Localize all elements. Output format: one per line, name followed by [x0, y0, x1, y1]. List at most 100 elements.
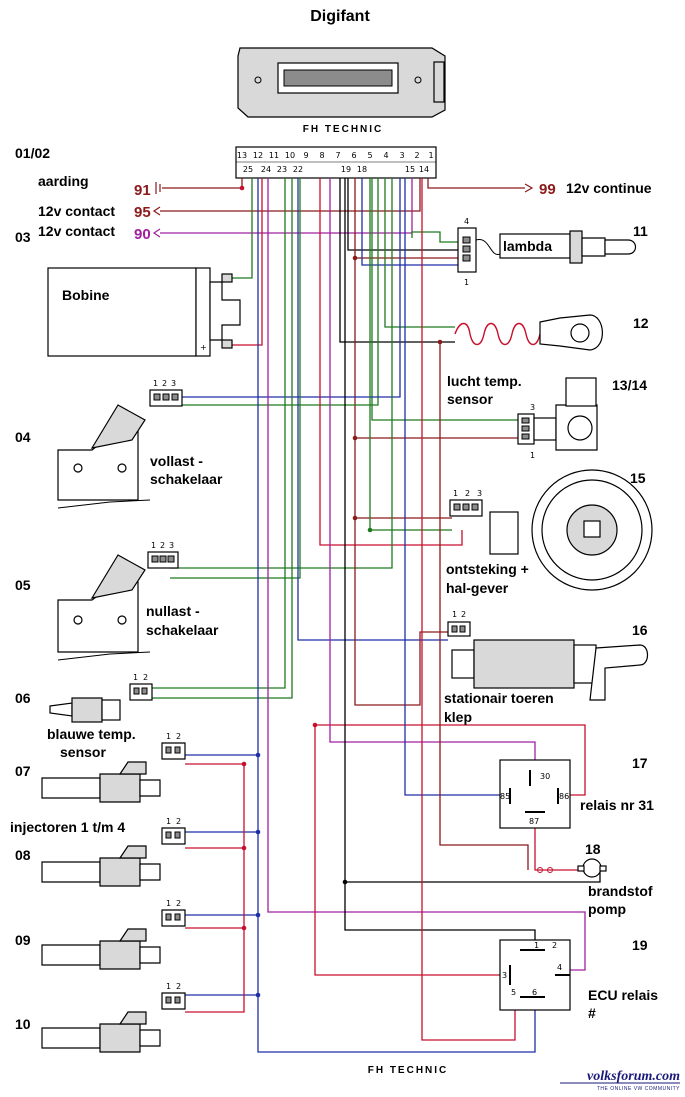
- label-0102: 01/02: [15, 145, 50, 161]
- lambda-sensor: [457, 227, 637, 273]
- nullast-connector: [147, 551, 179, 569]
- label-vollast-2: schakelaar: [150, 471, 223, 487]
- label-07: 07: [15, 763, 31, 779]
- vollast-pin-1: 1: [153, 379, 158, 388]
- ecu-pin-23: 23: [277, 165, 287, 174]
- terminal-91: 91: [134, 182, 151, 199]
- label-1314: 13/14: [612, 377, 647, 393]
- label-stationair-2: klep: [444, 709, 472, 725]
- coolant-pin-1: 1: [133, 673, 138, 682]
- injector-1-pin-1: 1: [166, 732, 171, 741]
- label-bobine: Bobine: [62, 287, 110, 303]
- label-12v-continue: 12v continue: [566, 180, 652, 196]
- lambda-pin-4: 4: [464, 217, 469, 226]
- terminal-95: 95: [134, 204, 151, 221]
- label-03: 03: [15, 229, 31, 245]
- ecu-unit: [237, 47, 446, 118]
- ecu-pin-22: 22: [293, 165, 303, 174]
- relay31-pin-86: 86: [559, 792, 569, 801]
- label-lambda: lambda: [503, 238, 552, 254]
- svg-text:+: +: [200, 343, 207, 352]
- label-vollast-1: vollast -: [150, 453, 203, 469]
- watermark-sub: THE ONLINE VW COMMUNITY: [597, 1086, 680, 1092]
- label-05: 05: [15, 577, 31, 593]
- ecu-pin-4: 4: [383, 151, 388, 160]
- coolant-temp-sensor: [49, 697, 121, 723]
- injector-4-pin-1: 1: [166, 982, 171, 991]
- lambda-pin-1: 1: [464, 278, 469, 287]
- ecu-pin-2: 2: [414, 151, 419, 160]
- ecu-pin-10: 10: [285, 151, 295, 160]
- label-12: 12: [633, 315, 649, 331]
- air-temp-sensor: [517, 377, 598, 451]
- vollast-connector: [149, 389, 183, 407]
- relay31-pin-87: 87: [529, 817, 539, 826]
- label-stationair-1: stationair toeren: [444, 690, 554, 706]
- ecu-pin-14: 14: [419, 165, 429, 174]
- label-ecu-relais-1: ECU relais: [588, 987, 658, 1003]
- idle-valve-connector: [447, 621, 471, 637]
- ecu-pin-11: 11: [269, 151, 279, 160]
- label-nullast-2: schakelaar: [146, 622, 219, 638]
- coolant-pin-2: 2: [143, 673, 148, 682]
- ecu-relay-pin-5: 5: [511, 988, 516, 997]
- label-relais31: relais nr 31: [580, 797, 654, 813]
- relay31-pin-85: 85: [500, 792, 510, 801]
- ecu-relay-pin-4: 4: [557, 963, 562, 972]
- wire-harness: [152, 178, 601, 1053]
- label-12v-contact-95: 12v contact: [38, 203, 115, 219]
- label-06: 06: [15, 690, 31, 706]
- coolant-temp-connector: [129, 683, 153, 701]
- lucht-pin-1: 1: [530, 451, 535, 460]
- idle-pin-2: 2: [461, 610, 466, 619]
- label-16: 16: [632, 622, 648, 638]
- ecu-pin-15: 15: [405, 165, 415, 174]
- injector-2-pin-1: 1: [166, 817, 171, 826]
- nullast-pin-2: 2: [160, 541, 165, 550]
- injector-1-pin-2: 2: [176, 732, 181, 741]
- label-injectoren: injectoren 1 t/m 4: [10, 819, 125, 835]
- label-aarding: aarding: [38, 173, 89, 189]
- idle-pin-1: 1: [452, 610, 457, 619]
- fuel-pump: [537, 858, 607, 878]
- nullast-switch: [57, 554, 151, 661]
- label-ontsteking-1: ontsteking +: [446, 561, 529, 577]
- ecu-pin-13: 13: [237, 151, 247, 160]
- brand-logo-top: FH TECHNIC: [303, 124, 384, 135]
- watermark-main: volksforum.com: [587, 1069, 680, 1084]
- injector-3-pin-1: 1: [166, 899, 171, 908]
- vollast-pin-3: 3: [171, 379, 176, 388]
- ground-symbol: [155, 182, 161, 194]
- ignition-coil-bobine: +: [47, 267, 241, 357]
- ecu-pin-3: 3: [399, 151, 404, 160]
- label-ontsteking-2: hal-gever: [446, 580, 509, 596]
- ecu-relay-pin-2: 2: [552, 941, 557, 950]
- ecu-relay-pin-6: 6: [532, 988, 537, 997]
- distributor-hall-sender: [449, 469, 653, 591]
- vollast-switch: [57, 404, 151, 509]
- ecu-pin-25: 25: [243, 165, 253, 174]
- label-lucht-1: lucht temp.: [447, 373, 522, 389]
- label-brandstof-2: pomp: [588, 901, 626, 917]
- nullast-pin-1: 1: [151, 541, 156, 550]
- ignition-lead-coil: [454, 314, 603, 351]
- label-ecu-relais-2: #: [588, 1005, 596, 1021]
- label-08: 08: [15, 847, 31, 863]
- hall-pin-2: 2: [465, 489, 470, 498]
- ecu-relay-pin-3: 3: [502, 971, 507, 980]
- nullast-pin-3: 3: [169, 541, 174, 550]
- label-19: 19: [632, 937, 648, 953]
- terminal-99: 99: [539, 181, 556, 198]
- label-17: 17: [632, 755, 648, 771]
- ecu-pin-9: 9: [303, 151, 308, 160]
- idle-valve: [451, 639, 649, 701]
- ecu-pin-6: 6: [351, 151, 356, 160]
